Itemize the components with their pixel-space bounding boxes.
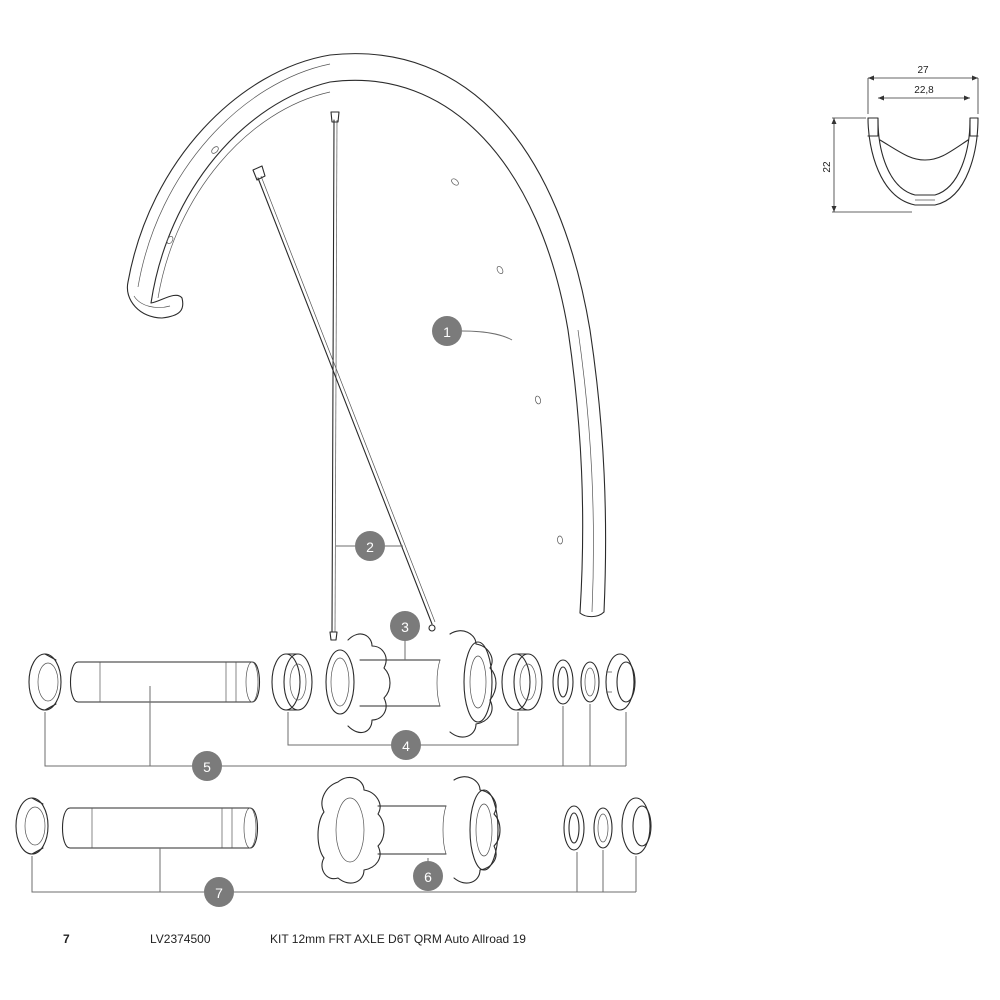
bearing-left	[271, 653, 313, 711]
hub-assembly-lower	[317, 776, 501, 884]
callout-1: 1	[432, 316, 462, 346]
spoke-holes	[166, 146, 563, 545]
part-list-reference: LV2374500	[150, 932, 211, 946]
end-cap-lower-left	[15, 797, 49, 855]
callout-3-number: 3	[401, 619, 409, 635]
rim-outer-width: 27	[917, 65, 929, 76]
callout-6: 6	[413, 861, 443, 891]
leader-lines	[31, 330, 637, 893]
end-cap-upper-right	[605, 653, 636, 711]
callout-3: 3	[390, 611, 420, 641]
spokes	[252, 111, 436, 641]
washer-lower	[563, 805, 585, 851]
circlip-upper	[580, 661, 600, 703]
callout-2: 2	[355, 531, 385, 561]
axle-upper	[69, 661, 261, 703]
callout-4-number: 4	[402, 738, 410, 754]
callout-1-number: 1	[443, 324, 451, 340]
callout-5-number: 5	[203, 759, 211, 775]
hub-body-upper	[325, 630, 497, 738]
axle-lower	[61, 807, 259, 849]
rim-inner-width: 22,8	[914, 85, 934, 96]
callout-2-number: 2	[366, 539, 374, 555]
callout-7: 7	[204, 877, 234, 907]
bearing-right	[501, 653, 543, 711]
part-list-kit-number: 7	[63, 932, 70, 946]
washer-upper	[552, 659, 574, 705]
rim-height: 22	[822, 161, 833, 173]
callout-5: 5	[192, 751, 222, 781]
end-cap-lower-right	[621, 797, 652, 855]
callout-7-number: 7	[215, 885, 223, 901]
rim-profile-drawing: 27 22,8 22	[822, 65, 979, 213]
end-cap-upper-left	[28, 653, 62, 711]
circlip-lower	[593, 807, 613, 849]
callout-6-number: 6	[424, 869, 432, 885]
callout-4: 4	[391, 730, 421, 760]
rim	[126, 53, 607, 618]
part-list-description: KIT 12mm FRT AXLE D6T QRM Auto Allroad 1…	[270, 932, 526, 946]
